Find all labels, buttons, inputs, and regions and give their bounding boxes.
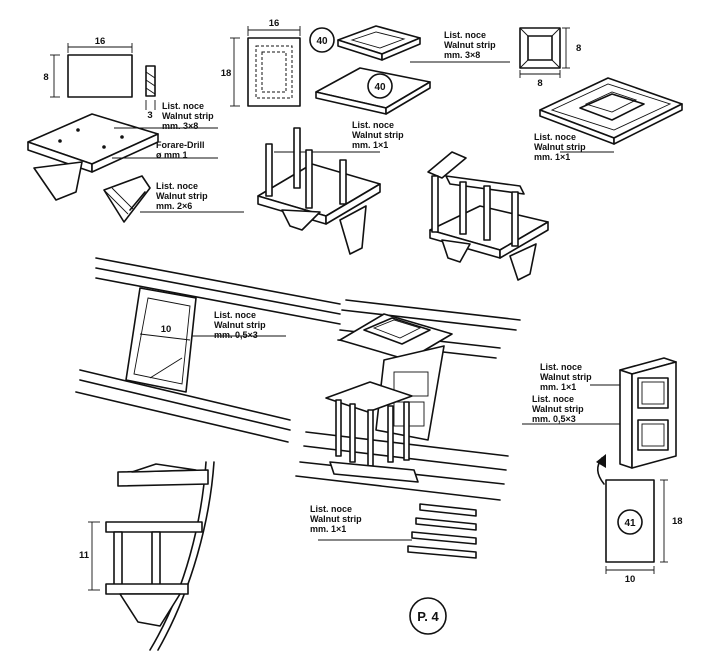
label-walnut-2x6-line3: mm. 2×6: [156, 201, 192, 211]
label-walnut-3x8b-line2: Walnut strip: [444, 40, 496, 50]
dim-16-plate: 16: [95, 36, 106, 47]
label-walnut-1x1c-line3: mm. 1×1: [540, 382, 576, 392]
label-walnut-05x3a-line2: Walnut strip: [214, 320, 266, 330]
label-walnut-3x8b-line3: mm. 3×8: [444, 50, 480, 60]
frame-8x8-drawing: [519, 27, 570, 78]
part-number-41: 41: [624, 518, 636, 529]
page-number-circle: [409, 597, 447, 635]
dim-18-panel-41: 18: [672, 516, 683, 527]
dim-16-panel: 16: [269, 18, 280, 29]
dim-18-panel: 18: [221, 68, 232, 79]
label-walnut-3x8-line3: mm. 3×8: [162, 121, 198, 131]
label-walnut-2x6-line1: List. noce: [156, 181, 198, 191]
roof-plate-upper-drawing: [337, 25, 421, 61]
part-number-40-b: 40: [374, 82, 386, 93]
label-walnut-1x1d-line2: Walnut strip: [310, 514, 362, 524]
window-frame-iso-drawing: [619, 357, 677, 469]
plate-16x8-drawing: [50, 43, 156, 110]
roof-plate-lower-drawing: [315, 67, 431, 115]
side-gallery-profile-drawing: [88, 461, 215, 651]
label-walnut-3x8-line1: List. noce: [162, 101, 204, 111]
ladder-steps-drawing: [407, 503, 477, 559]
label-drill-line2: ø mm 1: [156, 150, 188, 160]
stern-gallery-assembly-drawing: [295, 299, 521, 501]
dim-8-frame-width: 8: [537, 78, 542, 89]
part-number-40-a: 40: [316, 36, 328, 47]
label-walnut-1x1d-line3: mm. 1×1: [310, 524, 346, 534]
label-walnut-1x1b-line2: Walnut strip: [534, 142, 586, 152]
label-walnut-1x1d-line1: List. noce: [310, 504, 352, 514]
panel-16x18-drawing: [230, 26, 335, 107]
label-walnut-1x1b-line1: List. noce: [534, 132, 576, 142]
label-walnut-3x8b-line1: List. noce: [444, 30, 486, 40]
balcony-base-drawing: [27, 113, 159, 223]
dim-8-frame-height: 8: [576, 43, 581, 54]
label-walnut-05x3b-line1: List. noce: [532, 394, 574, 404]
panel-10x18-drawing: [605, 479, 668, 574]
label-drill-line1: Forare-Drill: [156, 140, 205, 150]
roof-on-frame-drawing: [539, 77, 683, 145]
label-walnut-1x1b-line3: mm. 1×1: [534, 152, 570, 162]
label-walnut-1x1c-line2: Walnut strip: [540, 372, 592, 382]
label-walnut-1x1a-line3: mm. 1×1: [352, 140, 388, 150]
label-walnut-3x8-line2: Walnut strip: [162, 111, 214, 121]
label-walnut-05x3b-line3: mm. 0,5×3: [532, 414, 576, 424]
dim-10-opening: 10: [161, 324, 172, 335]
dim-3-edge: 3: [147, 110, 152, 121]
hull-opening-drawing: [75, 257, 341, 443]
dim-11-gallery: 11: [79, 550, 90, 561]
label-walnut-05x3a-line3: mm. 0,5×3: [214, 330, 258, 340]
assembly-arrow: [596, 454, 606, 485]
label-walnut-05x3a-line1: List. noce: [214, 310, 256, 320]
base-with-posts-drawing: [257, 127, 381, 255]
railing-balcony-drawing: [427, 151, 549, 281]
label-walnut-1x1a-line1: List. noce: [352, 120, 394, 130]
label-walnut-05x3b-line2: Walnut strip: [532, 404, 584, 414]
label-walnut-1x1c-line1: List. noce: [540, 362, 582, 372]
dim-8-plate: 8: [43, 72, 48, 83]
dim-10-panel-41: 10: [625, 574, 636, 585]
leader-lines-left: [112, 61, 620, 541]
label-walnut-2x6-line2: Walnut strip: [156, 191, 208, 201]
page-number: P. 4: [417, 609, 439, 624]
label-walnut-1x1a-line2: Walnut strip: [352, 130, 404, 140]
